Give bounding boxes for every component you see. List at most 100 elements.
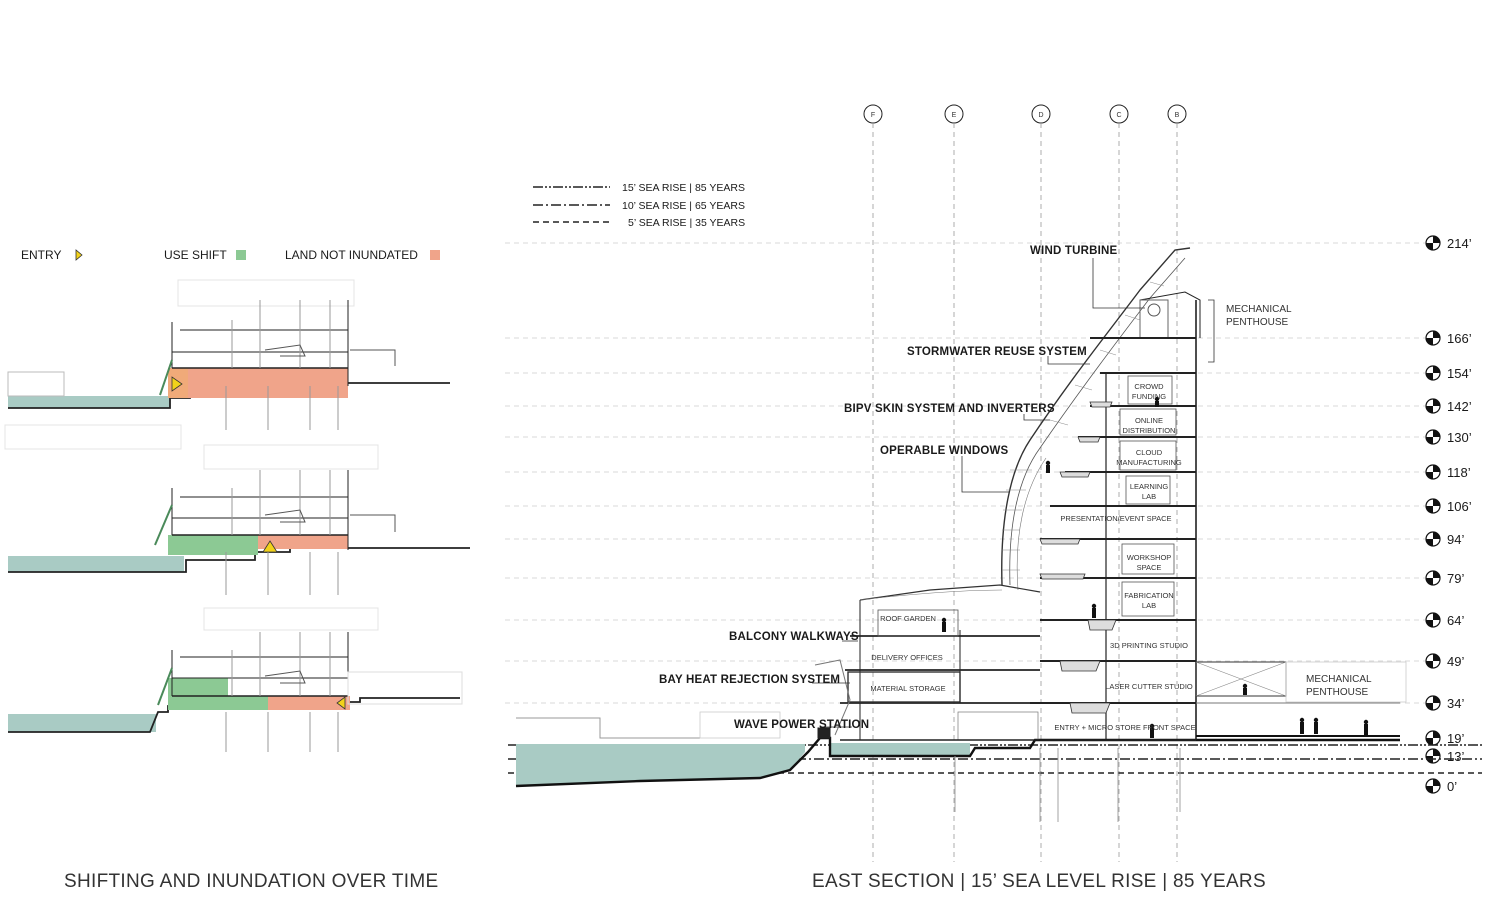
elev-13: 13’ xyxy=(1425,748,1464,764)
use-shift-swatch xyxy=(236,250,246,260)
elev-19: 19’ xyxy=(1425,730,1464,746)
room-presentation: PRESENTATION/EVENT SPACE xyxy=(1060,514,1171,523)
elev-49: 49’ xyxy=(1425,653,1464,669)
room-material: MATERIAL STORAGE xyxy=(870,684,945,693)
svg-text:19’: 19’ xyxy=(1447,731,1464,746)
legend: ENTRY USE SHIFT LAND NOT INUNDATED xyxy=(21,248,440,262)
legend-use-shift-label: USE SHIFT xyxy=(164,248,227,262)
grid-line-e: E xyxy=(944,104,964,862)
room-cloud-2: MANUFACTURING xyxy=(1116,458,1182,467)
svg-text:13’: 13’ xyxy=(1447,749,1464,764)
bay-water xyxy=(516,743,970,785)
person-8 xyxy=(1313,717,1319,734)
room-fabrication-2: LAB xyxy=(1142,601,1156,610)
land-swatch xyxy=(430,250,440,260)
label-mech-low-2: PENTHOUSE xyxy=(1306,687,1369,698)
svg-text:94’: 94’ xyxy=(1447,532,1464,547)
elev-166: 166’ xyxy=(1425,330,1472,346)
label-operable-windows: OPERABLE WINDOWS xyxy=(880,445,1009,457)
elev-142: 142’ xyxy=(1425,398,1472,414)
label-mech-top-1: MECHANICAL xyxy=(1226,304,1292,315)
grid-line-f: F xyxy=(863,104,883,862)
person-7 xyxy=(1299,717,1305,734)
label-wave-power: WAVE POWER STATION xyxy=(734,719,869,731)
room-learning-1: LEARNING xyxy=(1130,482,1169,491)
label-bipv: BIPV SKIN SYSTEM AND INVERTERS xyxy=(844,403,1055,415)
label-bay-heat: BAY HEAT REJECTION SYSTEM xyxy=(659,674,840,686)
land-zone-3 xyxy=(268,696,350,710)
room-laser: LASER CUTTER STUDIO xyxy=(1105,682,1193,691)
grid-line-d: D xyxy=(1031,104,1051,862)
sea-rise-10-label: 10’ SEA RISE | 65 YEARS xyxy=(622,200,745,212)
elev-130: 130’ xyxy=(1425,429,1472,445)
svg-text:B: B xyxy=(1175,112,1180,119)
small-section-1 xyxy=(4,279,450,450)
room-crowd-funding-2: FUNDING xyxy=(1132,392,1166,401)
svg-text:106’: 106’ xyxy=(1447,499,1472,514)
room-workshop-1: WORKSHOP xyxy=(1127,553,1172,562)
callout-labels: WIND TURBINE STORMWATER REUSE SYSTEM BIP… xyxy=(659,245,1372,731)
svg-text:118’: 118’ xyxy=(1447,465,1471,480)
svg-text:79’: 79’ xyxy=(1447,571,1464,586)
sea-rise-legend: 15’ SEA RISE | 85 YEARS 10’ SEA RISE | 6… xyxy=(533,182,745,229)
land-zone-1 xyxy=(168,368,348,398)
elev-34: 34’ xyxy=(1425,695,1464,711)
room-cloud-1: CLOUD xyxy=(1136,448,1163,457)
elev-0: 0’ xyxy=(1425,778,1457,794)
svg-text:49’: 49’ xyxy=(1447,654,1464,669)
svg-text:34’: 34’ xyxy=(1447,696,1464,711)
label-stormwater: STORMWATER REUSE SYSTEM xyxy=(907,346,1087,358)
entry-triangle-icon xyxy=(75,249,83,261)
label-wind-turbine: WIND TURBINE xyxy=(1030,245,1117,257)
room-printing: 3D PRINTING STUDIO xyxy=(1110,641,1188,650)
room-crowd-funding-1: CROWD xyxy=(1134,382,1164,391)
room-roof-garden: ROOF GARDEN xyxy=(880,614,936,623)
room-online-1: ONLINE xyxy=(1135,416,1163,425)
svg-text:D: D xyxy=(1038,112,1043,119)
grid-line-b: B xyxy=(1167,104,1187,862)
svg-text:C: C xyxy=(1116,112,1121,119)
level-lines xyxy=(505,242,1425,704)
elev-106: 106’ xyxy=(1425,498,1472,514)
room-workshop-2: SPACE xyxy=(1137,563,1162,572)
room-labels: CROWD FUNDING ONLINE DISTRIBUTION CLOUD … xyxy=(870,382,1195,732)
legend-entry-label: ENTRY xyxy=(21,248,61,262)
room-delivery: DELIVERY OFFICES xyxy=(871,653,942,662)
elev-79: 79’ xyxy=(1425,570,1464,586)
caption-right: EAST SECTION | 15’ SEA LEVEL RISE | 85 Y… xyxy=(812,871,1266,892)
elev-154: 154’ xyxy=(1425,365,1472,381)
svg-text:130’: 130’ xyxy=(1447,430,1472,445)
svg-text:F: F xyxy=(871,112,875,119)
entry-marker-3 xyxy=(336,696,346,710)
person-3 xyxy=(941,617,947,632)
person-6 xyxy=(1242,683,1248,695)
small-section-3 xyxy=(8,632,463,752)
caption-left: SHIFTING AND INUNDATION OVER TIME xyxy=(64,871,438,892)
room-entry-store: ENTRY + MICRO STORE FRONT SPACE xyxy=(1054,723,1195,732)
person-2 xyxy=(1091,603,1097,618)
elevation-markers: 214’ 166’ 154’ 142’ 130’ xyxy=(1425,235,1472,794)
svg-text:E: E xyxy=(952,112,957,119)
piles xyxy=(954,748,1181,822)
person-4 xyxy=(1154,396,1160,407)
label-balcony-walkways: BALCONY WALKWAYS xyxy=(729,631,859,643)
room-fabrication-1: FABRICATION xyxy=(1124,591,1173,600)
elev-118: 118’ xyxy=(1425,464,1471,480)
use-shift-zone-3 xyxy=(168,696,268,710)
person-1 xyxy=(1045,460,1051,473)
people-figures xyxy=(941,396,1369,738)
sea-rise-5-label: 5’ SEA RISE | 35 YEARS xyxy=(628,217,745,229)
svg-text:142’: 142’ xyxy=(1447,399,1472,414)
small-section-2 xyxy=(8,444,470,631)
use-shift-zone-2 xyxy=(168,535,258,555)
land-zone-2 xyxy=(258,535,348,549)
legend-land-label: LAND NOT INUNDATED xyxy=(285,248,418,262)
svg-text:154’: 154’ xyxy=(1447,366,1472,381)
room-learning-2: LAB xyxy=(1142,492,1156,501)
svg-text:166’: 166’ xyxy=(1447,331,1472,346)
elev-214: 214’ xyxy=(1425,235,1472,251)
person-5 xyxy=(1149,723,1155,738)
grid-line-c: C xyxy=(1109,104,1129,862)
sea-rise-15-label: 15’ SEA RISE | 85 YEARS xyxy=(622,182,745,194)
